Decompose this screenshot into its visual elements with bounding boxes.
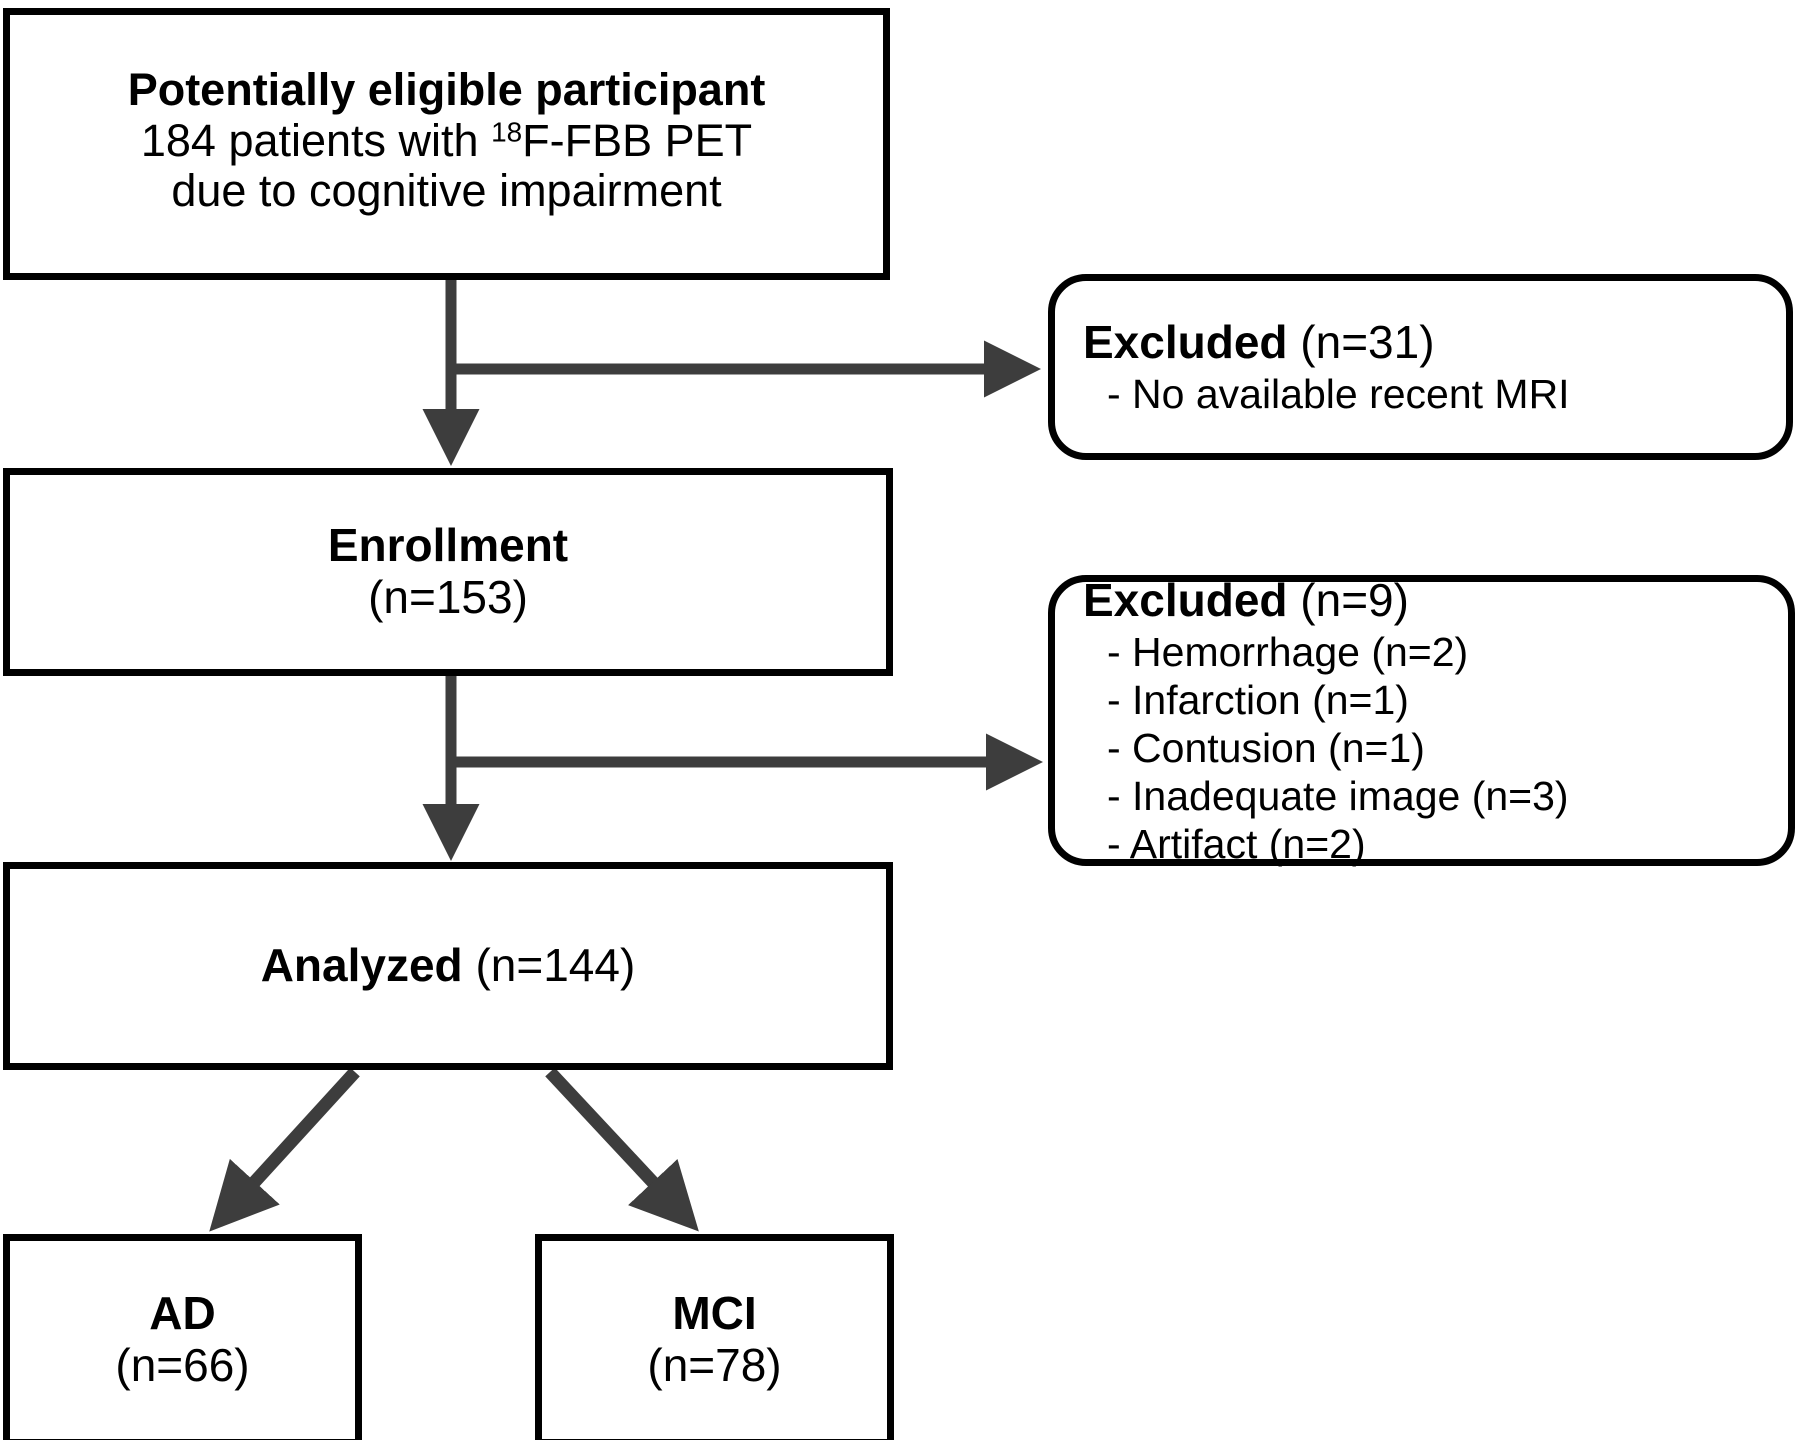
node-analyzed: Analyzed (n=144): [3, 862, 893, 1070]
excluded1-count: (n=31): [1300, 316, 1435, 368]
ad-heading: AD: [149, 1287, 216, 1340]
node-enrollment: Enrollment (n=153): [3, 468, 893, 676]
eligible-line-3: due to cognitive impairment: [171, 165, 722, 217]
node-excluded-image-quality: Excluded (n=9) - Hemorrhage (n=2) - Infa…: [1048, 573, 1795, 869]
mci-count: (n=78): [647, 1339, 782, 1391]
excluded1-heading: Excluded: [1083, 316, 1288, 368]
ad-count: (n=66): [115, 1339, 250, 1391]
excluded2-reason-item: - Inadequate image (n=3): [1107, 772, 1569, 819]
arrow-analyzed-to-ad: [209, 1067, 360, 1232]
node-excluded-no-mri: Excluded (n=31) - No available recent MR…: [1048, 274, 1793, 460]
excluded2-count: (n=9): [1300, 573, 1409, 626]
excluded2-reason-item: - Hemorrhage (n=2): [1107, 628, 1469, 675]
isotope-superscript: 18: [491, 116, 523, 148]
excluded1-reason-item: - No available recent MRI: [1107, 371, 1570, 417]
analyzed-count: (n=144): [475, 939, 636, 992]
arrow-analyzed-to-mci: [545, 1067, 699, 1232]
mci-heading: MCI: [672, 1287, 757, 1340]
analyzed-label: Analyzed (n=144): [260, 939, 636, 992]
analyzed-heading: Analyzed: [260, 939, 463, 992]
excluded2-header: Excluded (n=9): [1083, 573, 1409, 627]
excluded1-header: Excluded (n=31): [1083, 315, 1435, 369]
eligible-line-2: 184 patients with 18F-FBB PET: [140, 114, 753, 166]
excluded2-reason-item: - Infarction (n=1): [1107, 676, 1409, 723]
enrollment-count: (n=153): [368, 571, 528, 623]
excluded1-reason-list: - No available recent MRI: [1055, 371, 1570, 419]
node-potentially-eligible: Potentially eligible participant 184 pat…: [3, 8, 890, 280]
eligible-heading: Potentially eligible participant: [127, 64, 766, 116]
excluded2-reason-item: - Contusion (n=1): [1107, 724, 1425, 771]
node-mci: MCI (n=78): [535, 1234, 894, 1440]
excluded2-reason-list: - Hemorrhage (n=2) - Infarction (n=1) - …: [1055, 629, 1569, 869]
excluded2-heading: Excluded: [1083, 573, 1288, 626]
node-ad: AD (n=66): [3, 1234, 362, 1440]
eligible-line-2-post: F-FBB PET: [522, 114, 753, 166]
eligible-line-2-pre: 184 patients with: [140, 114, 492, 166]
enrollment-heading: Enrollment: [327, 519, 569, 572]
excluded2-reason-item: - Artifact (n=2): [1107, 820, 1366, 867]
